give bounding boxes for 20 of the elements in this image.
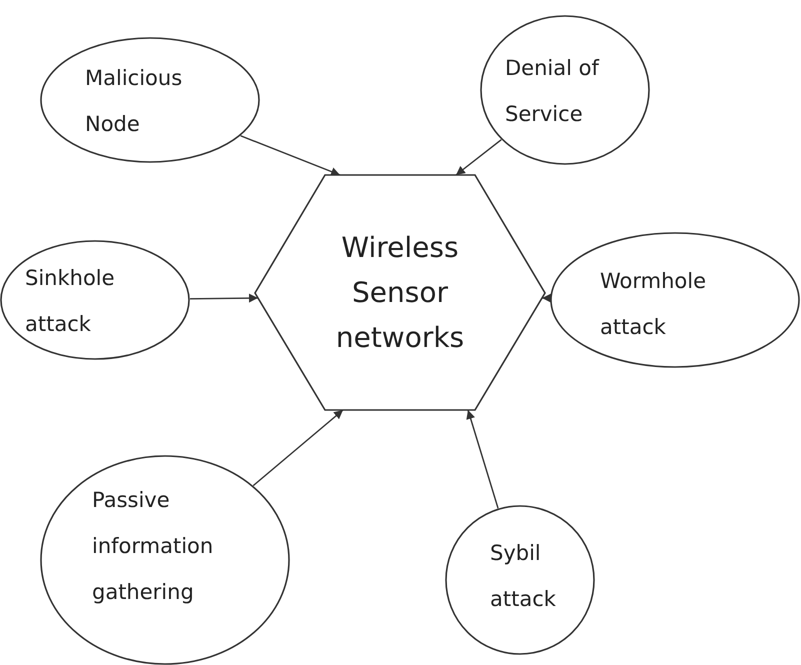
node-label: Wormhole attack [600, 268, 708, 341]
node-label: Denial of Service [505, 55, 600, 128]
arrow [190, 294, 258, 303]
arrow [252, 409, 344, 486]
arrow [542, 294, 552, 303]
ellipse-node [40, 37, 260, 163]
node-label: Sinkhole attack [25, 265, 116, 338]
hexagon-node [254, 174, 546, 411]
node-label: Wireless Sensor networks [334, 230, 466, 356]
ellipse-node [445, 505, 595, 655]
ellipse-node [40, 455, 290, 665]
arrow [466, 410, 499, 508]
ellipse-node [480, 15, 650, 165]
arrow [240, 135, 340, 176]
node-label: Sybil attack [490, 540, 557, 613]
node-label: Passive information gathering [92, 487, 214, 606]
ellipse-node [0, 240, 190, 360]
node-label: Malicious Node [85, 65, 184, 138]
arrow [456, 139, 502, 176]
ellipse-node [550, 232, 800, 368]
